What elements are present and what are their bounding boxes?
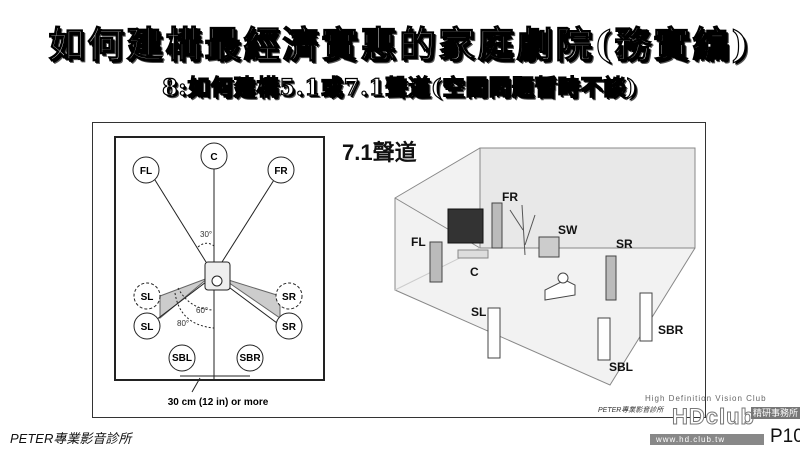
speaker-sl-alt: SL — [133, 282, 161, 310]
speaker-fr: FR — [267, 156, 295, 184]
angle-60: 60° — [196, 306, 208, 315]
room-label-sw: SW — [558, 223, 578, 237]
logo-url: www.hd.club.tw — [650, 434, 764, 445]
logo-chinese: 精研事務所 — [751, 407, 800, 419]
room-label-fl: FL — [411, 235, 426, 249]
label-c: C — [210, 152, 217, 163]
label-sl-alt: SL — [141, 292, 154, 303]
speaker-sbl: SBL — [168, 344, 196, 372]
speaker-c: C — [200, 142, 228, 170]
room-label-sbr: SBR — [658, 323, 684, 337]
logo-tagline: High Definition Vision Club — [645, 394, 767, 403]
footer-clinic-name: PETER專業影音診所 — [10, 431, 132, 446]
angle-80: 80° — [177, 319, 189, 328]
room-label-sl: SL — [471, 305, 486, 319]
speaker-sr: SR — [275, 312, 303, 340]
label-sr-alt: SR — [282, 292, 297, 303]
angle-30: 30° — [200, 230, 212, 239]
speaker-sl: SL — [133, 312, 161, 340]
figure-frame — [92, 122, 706, 418]
slide-title: 如何建構最經濟實惠的家庭劇院(務實編) — [48, 23, 752, 66]
page-number: P10 — [770, 426, 800, 447]
room-label-c: C — [470, 265, 479, 279]
label-sr: SR — [282, 322, 297, 333]
layout-diagram — [114, 136, 325, 393]
speaker-sr-alt: SR — [275, 282, 303, 310]
channel-heading: 7.1聲道 — [342, 140, 417, 165]
label-sl: SL — [141, 322, 154, 333]
label-sbl: SBL — [172, 353, 192, 364]
logo-brand: HDclub — [672, 404, 755, 430]
room-diagram — [394, 147, 696, 386]
label-fl: FL — [140, 166, 152, 177]
distance-note: 30 cm (12 in) or more — [168, 397, 269, 408]
label-sbr: SBR — [239, 353, 261, 364]
logo-peter: PETER專業影音診所 — [598, 407, 664, 414]
room-label-sr: SR — [616, 237, 633, 251]
label-fr: FR — [274, 166, 288, 177]
speaker-fl: FL — [132, 156, 160, 184]
slide-subtitle: 8:如何建構5.1或7.1聲道(空間問題暫時不談) — [161, 74, 638, 101]
speaker-sbr: SBR — [236, 344, 264, 372]
room-label-fr: FR — [502, 190, 518, 204]
room-label-sbl: SBL — [609, 360, 633, 374]
